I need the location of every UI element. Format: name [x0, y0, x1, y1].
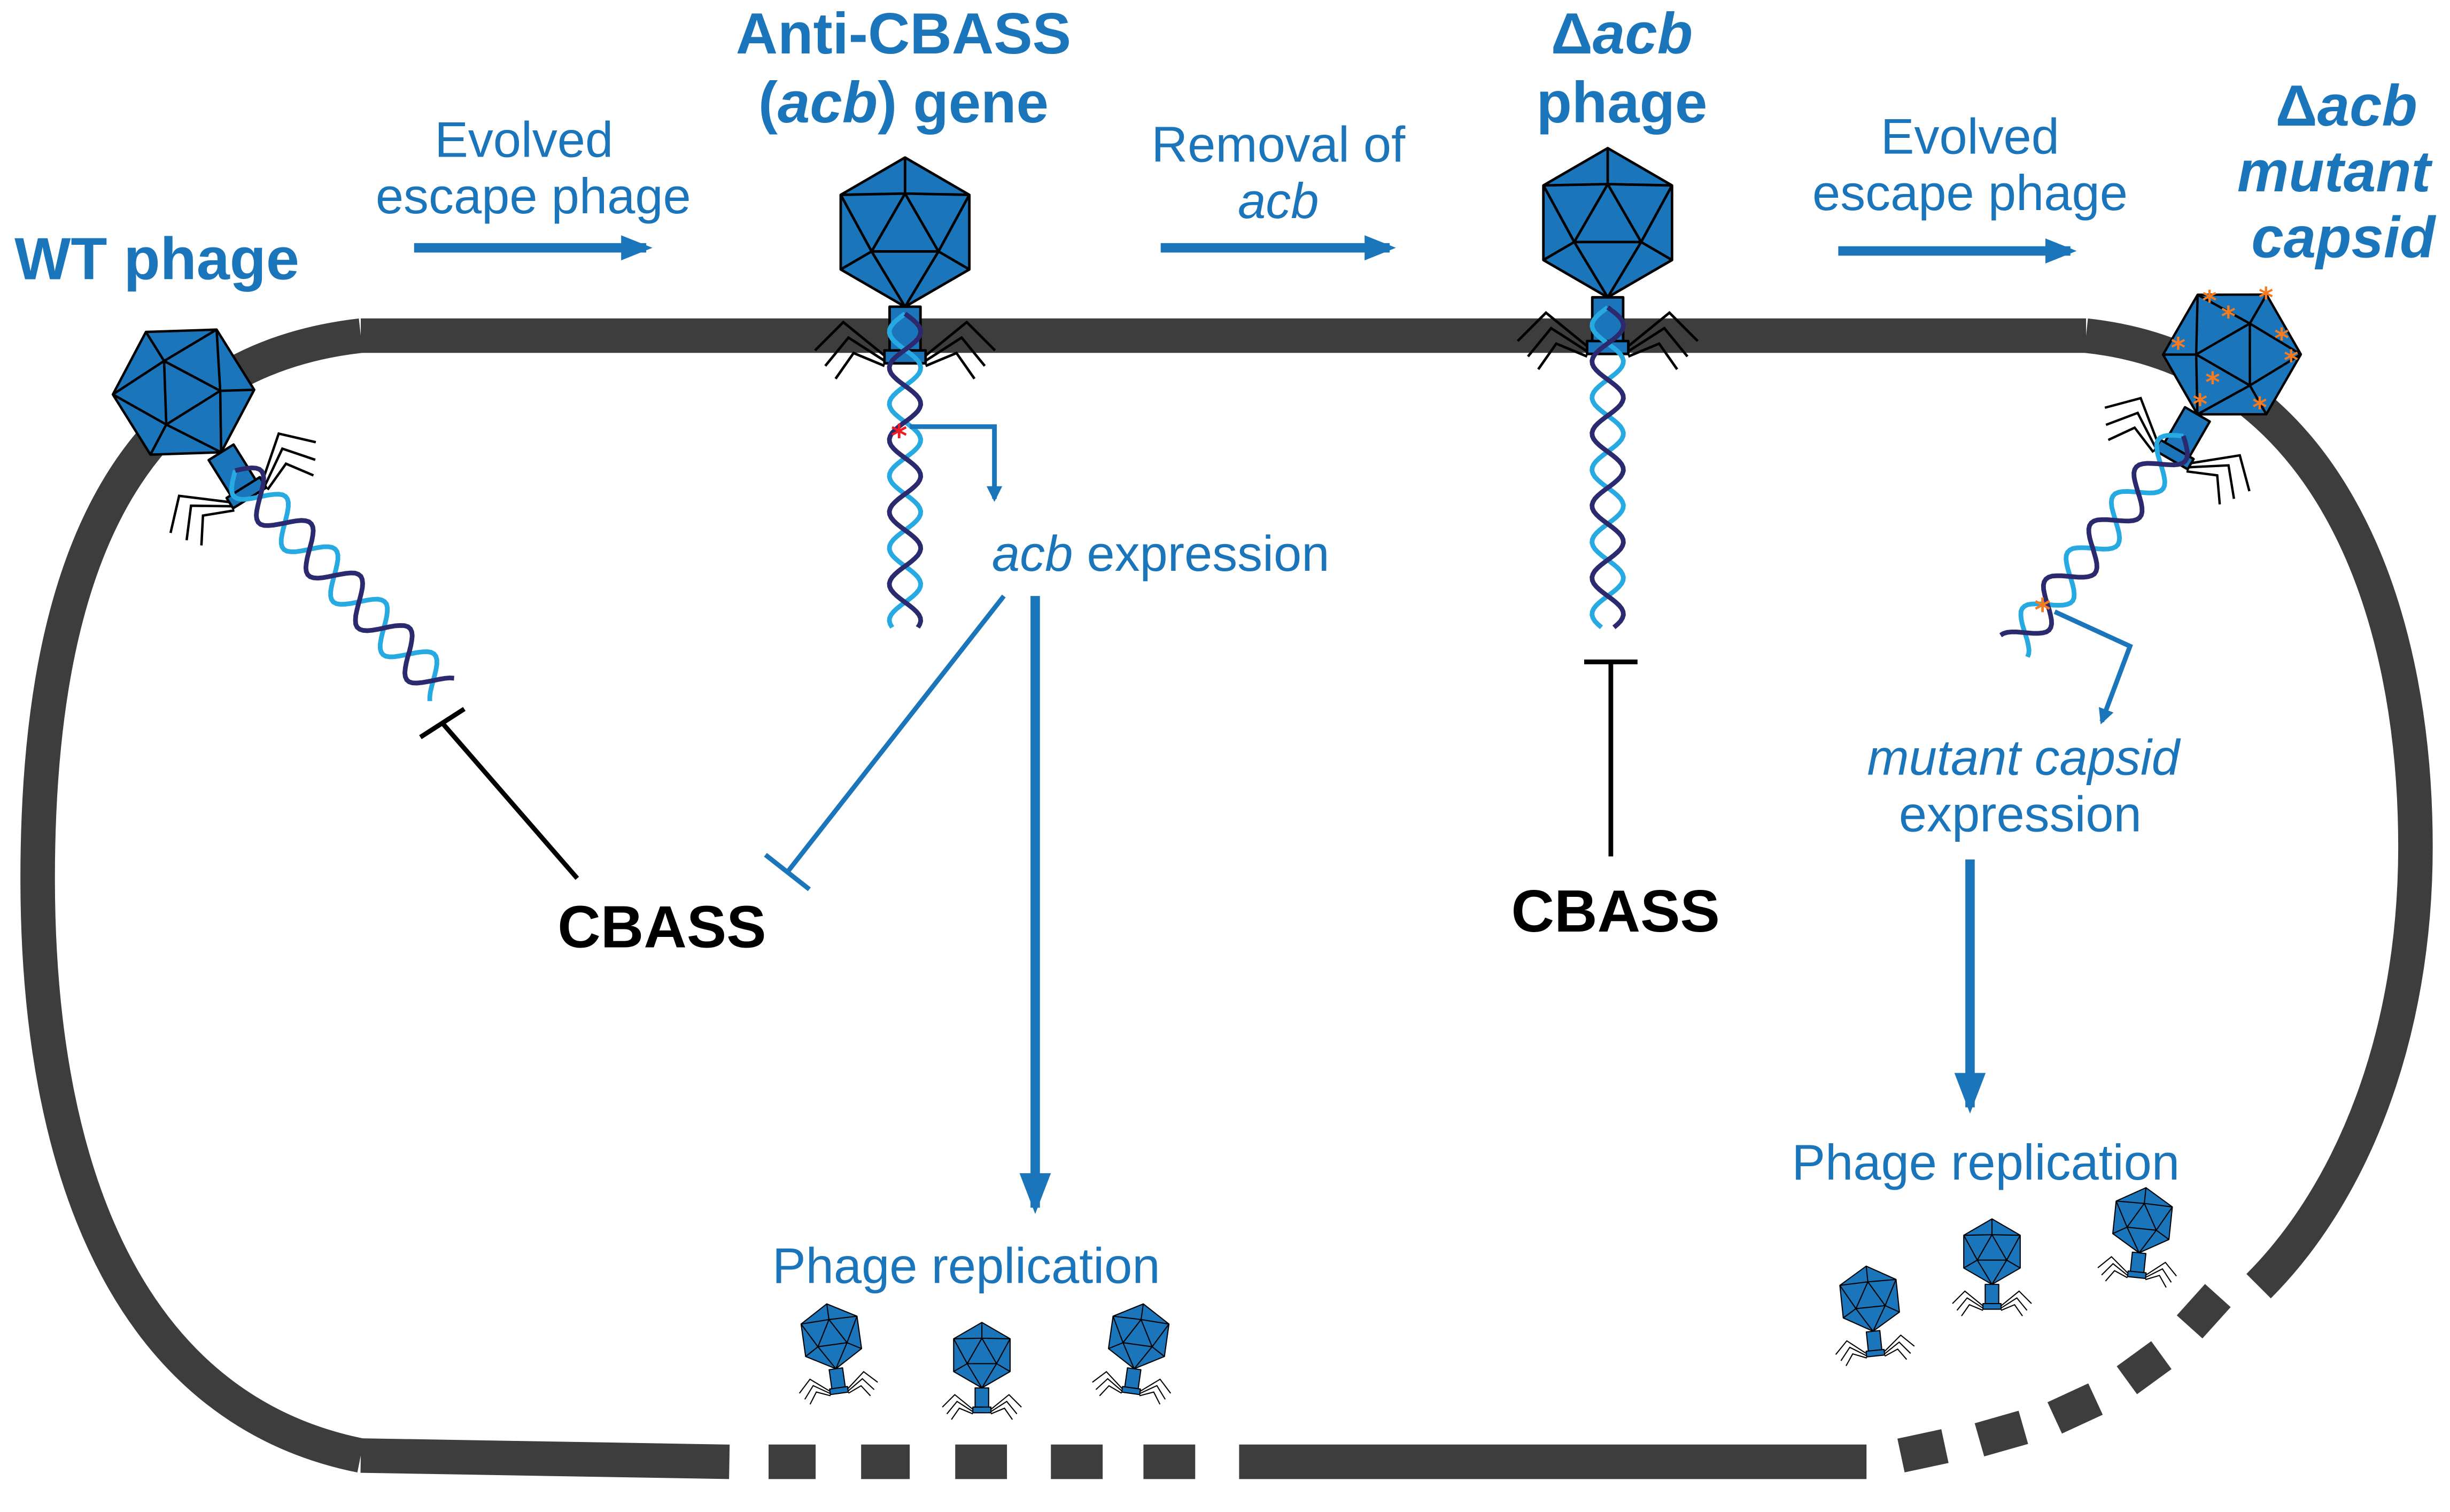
- title-delta-acb-line1: Δacb: [1551, 2, 1693, 66]
- phage-icon: [1826, 1261, 1917, 1368]
- dna-strand: [229, 470, 439, 701]
- dna-strand: [887, 312, 924, 629]
- dna-strand: [235, 465, 454, 686]
- acb-expression-label: acb expression: [992, 525, 1330, 581]
- cbass-label-right: CBASS: [1511, 878, 1720, 944]
- mutation-star-icon: *** *** ***: [2171, 282, 2299, 424]
- dna-strand: [887, 312, 924, 629]
- svg-text:*: *: [2284, 345, 2299, 377]
- transition-2-line1: Removal of: [1151, 116, 1406, 172]
- phage-icon: [787, 1298, 880, 1406]
- transition-2-line2: acb: [1238, 173, 1319, 229]
- stage-titles: WT phage Anti-CBASS (acb) gene Δacb phag…: [14, 2, 2437, 292]
- replication-label-right: Phage replication: [1792, 1134, 2180, 1190]
- replicated-phages-right: [1826, 1183, 2186, 1368]
- title-mutant-line1: Δacb: [2276, 74, 2417, 138]
- expression-arrow: [2053, 609, 2133, 725]
- replication-label-left: Phage replication: [772, 1238, 1160, 1294]
- svg-text:*: *: [2202, 285, 2217, 317]
- phage-icon: [942, 1322, 1022, 1421]
- mutant-capsid-label-line1: mutant capsid: [1867, 730, 2181, 786]
- transition-1-line1: Evolved: [435, 111, 613, 167]
- title-delta-acb-line2: phage: [1537, 71, 1708, 135]
- replicated-phages-left: [787, 1298, 1183, 1421]
- dna-strand: [1999, 435, 2190, 638]
- svg-text:*: *: [2193, 389, 2208, 421]
- transition-2: Removal of acb: [1151, 116, 1406, 261]
- phage-icon: [1090, 1298, 1183, 1406]
- inhibition-bar-icon: [1584, 660, 1638, 857]
- transition-1-line2: escape phage: [376, 168, 691, 224]
- title-anti-cbass-line2: (acb) gene: [758, 71, 1049, 135]
- transition-3-line1: Evolved: [1881, 108, 2059, 165]
- delta-acb-phage-icon: [1518, 148, 1698, 369]
- svg-text:*: *: [2205, 367, 2220, 399]
- mutant-capsid-label-line2: expression: [1899, 786, 2142, 842]
- title-mutant-line2: mutant: [2237, 139, 2433, 204]
- mutant-capsid-phage-icon: *** *** ***: [2092, 253, 2339, 514]
- cbass-label-left: CBASS: [557, 894, 766, 960]
- svg-text:*: *: [2274, 322, 2289, 355]
- svg-text:*: *: [2259, 282, 2274, 314]
- title-wt-phage: WT phage: [14, 225, 299, 292]
- mutation-star-icon: *: [2034, 592, 2051, 629]
- transition-3: Evolved escape phage: [1812, 108, 2128, 264]
- inhibition-bar-icon: [764, 594, 1006, 891]
- dna-strand: [1590, 305, 1626, 630]
- acb-phage-icon: [815, 158, 995, 379]
- svg-text:*: *: [2252, 392, 2267, 424]
- inhibition-bar-icon: [419, 707, 579, 880]
- expression-arrow: [910, 424, 1003, 502]
- cell-wall: [20, 318, 2433, 1479]
- transition-3-line2: escape phage: [1812, 165, 2128, 221]
- svg-text:*: *: [2171, 332, 2186, 365]
- title-anti-cbass-line1: Anti-CBASS: [736, 2, 1071, 66]
- phage-icon: [2096, 1183, 2186, 1289]
- dna-strand: [1590, 305, 1626, 630]
- phage-icon: [1952, 1218, 2033, 1317]
- dna-strand: [2018, 432, 2184, 658]
- svg-text:*: *: [2221, 300, 2236, 333]
- dna-helix-icon: [229, 305, 2190, 701]
- transition-1: Evolved escape phage: [376, 111, 691, 261]
- mutation-star-icon: *: [891, 418, 908, 454]
- title-mutant-line3: capsid: [2251, 205, 2437, 270]
